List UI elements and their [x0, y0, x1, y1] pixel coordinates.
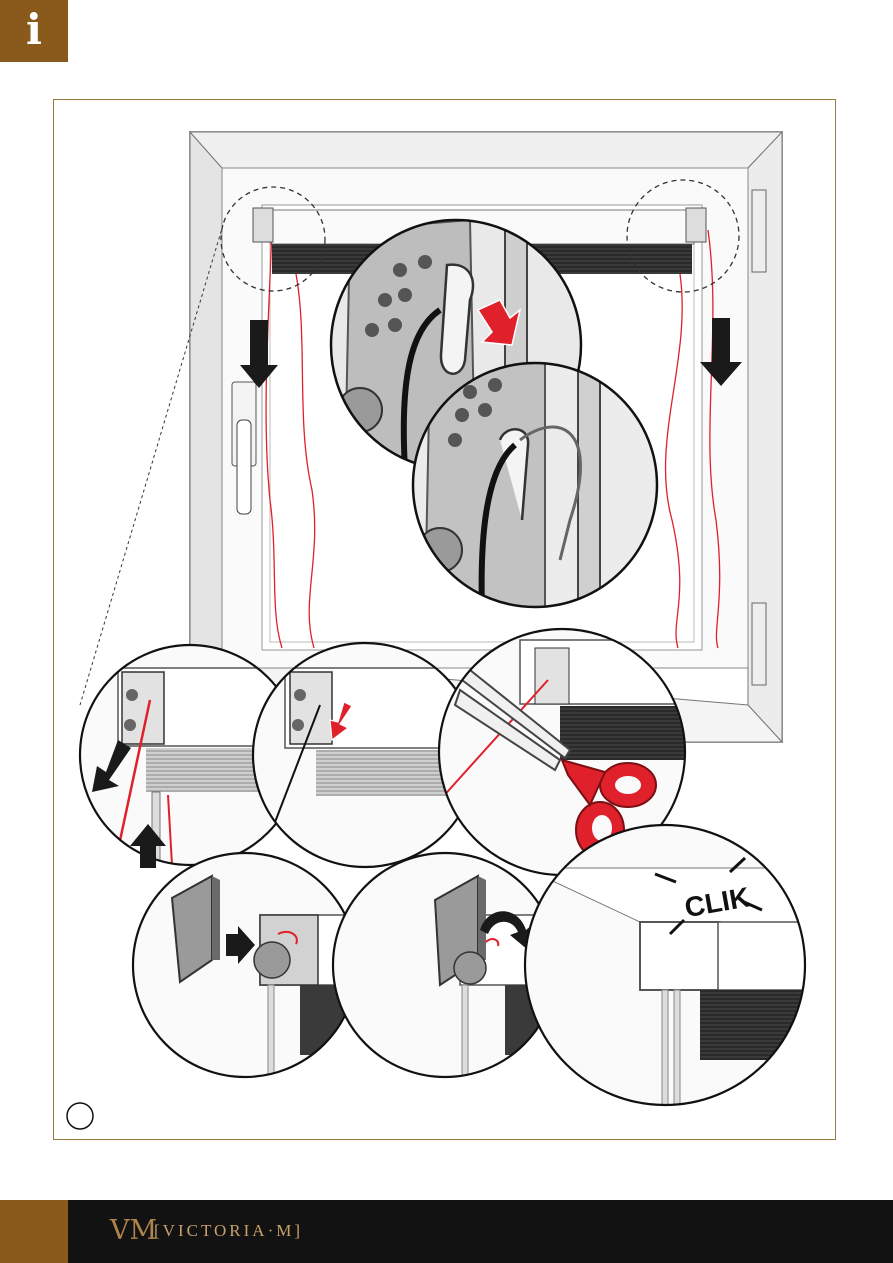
hinge-top	[752, 190, 766, 272]
hinge-bottom	[752, 603, 766, 685]
brand-name: [VICTORIA·M]	[154, 1221, 303, 1241]
bracket-left	[253, 208, 273, 242]
footer-accent	[0, 1200, 68, 1263]
installation-illustration: CLIK	[54, 100, 836, 1140]
step-cover-clicked: CLIK	[525, 825, 808, 1120]
info-badge: i	[0, 0, 68, 62]
info-icon: i	[0, 4, 68, 56]
bracket-right	[686, 208, 706, 242]
footer-bar: VM [VICTORIA·M]	[0, 1200, 893, 1263]
brand-monogram: VM	[110, 1216, 157, 1246]
step-number-circle	[67, 1103, 93, 1129]
